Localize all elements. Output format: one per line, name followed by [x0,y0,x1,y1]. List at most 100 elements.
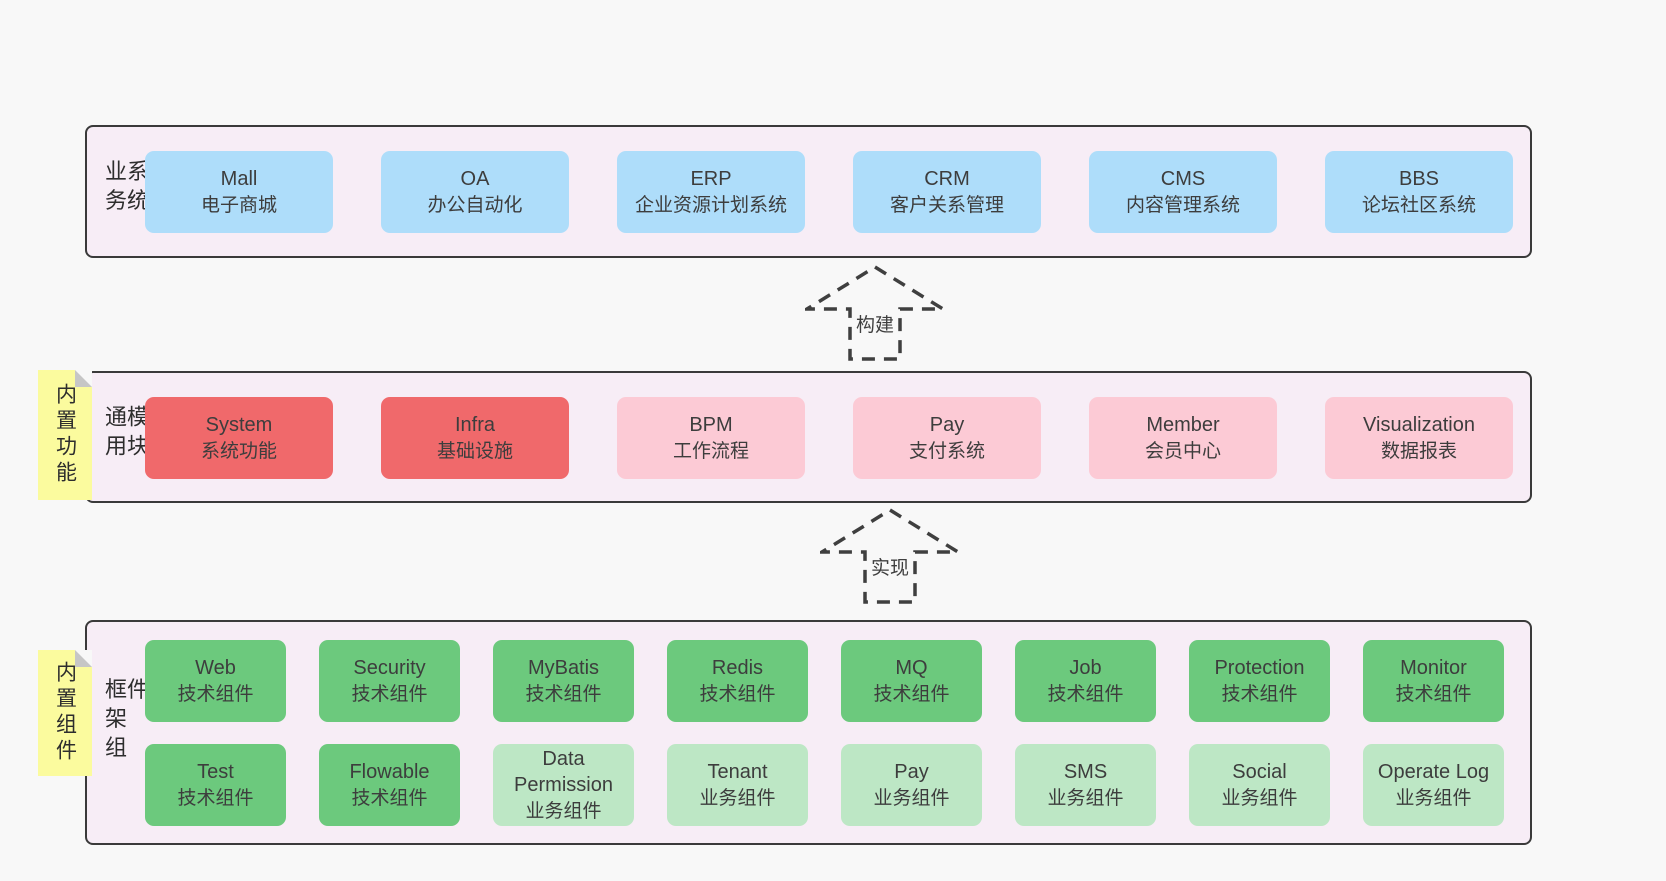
card-subtitle: 技术组件 [1047,683,1124,705]
card-subtitle: 业务组件 [1221,787,1298,809]
card-infra: Infra 基础设施 [381,397,569,479]
card-subtitle: 工作流程 [672,440,749,462]
card-tenant: Tenant 业务组件 [667,744,808,826]
sticky-note-label: 内置组件 [53,661,77,765]
section-label-framework-components: 框架组件 [102,677,149,765]
card-subtitle: 技术组件 [873,683,950,705]
card-title: Social [1232,761,1287,784]
card-title: Monitor [1400,657,1467,680]
framework-cards-row-2: Test 技术组件 Flowable 技术组件 Data Permission … [145,744,1504,826]
card-title: SMS [1063,761,1108,784]
section-common-modules: 通用模块 System 系统功能 Infra 基础设施 BPM 工作流程 Pay… [85,371,1532,503]
card-operate-log: Operate Log 业务组件 [1363,744,1504,826]
card-title: Mall [220,168,258,191]
card-title: MyBatis [527,657,600,680]
card-title: MQ [895,657,928,680]
card-title: BBS [1398,168,1440,191]
card-subtitle: 业务组件 [699,787,776,809]
card-title: Pay [894,761,929,784]
card-subtitle: 技术组件 [1221,683,1298,705]
card-bpm: BPM 工作流程 [617,397,805,479]
card-member: Member 会员中心 [1089,397,1277,479]
card-subtitle: 办公自动化 [427,194,523,216]
arrow-build-label: 构建 [855,315,895,336]
card-protection: Protection 技术组件 [1189,640,1330,722]
business-cards-row: Mall 电子商城 OA 办公自动化 ERP 企业资源计划系统 CRM 客户关系… [145,151,1513,233]
arrow-implement: 实现 [820,507,960,605]
card-bbs: BBS 论坛社区系统 [1325,151,1513,233]
card-subtitle: 论坛社区系统 [1361,194,1476,216]
card-subtitle: 系统功能 [200,440,277,462]
card-mq: MQ 技术组件 [841,640,982,722]
card-title: Protection [1214,657,1305,680]
card-subtitle: 企业资源计划系统 [634,194,787,216]
card-subtitle: 业务组件 [1047,787,1124,809]
card-title: Operate Log [1377,761,1490,784]
card-flowable: Flowable 技术组件 [319,744,460,826]
card-subtitle: 技术组件 [351,683,428,705]
card-system: System 系统功能 [145,397,333,479]
card-title: Redis [711,657,764,680]
card-subtitle: 数据报表 [1380,440,1457,462]
card-title: Test [197,761,234,784]
arrow-implement-label: 实现 [870,558,910,579]
section-label-business-systems: 业务系统 [102,159,149,218]
card-subtitle: 技术组件 [699,683,776,705]
card-title: Tenant [707,761,768,784]
card-title: Visualization [1363,414,1475,437]
card-monitor: Monitor 技术组件 [1363,640,1504,722]
card-subtitle: 业务组件 [873,787,950,809]
sticky-note-builtin-functions: 内置功能 [38,370,92,500]
card-title: Pay [929,414,965,437]
card-web: Web 技术组件 [145,640,286,722]
card-title: Data Permission [514,748,613,797]
card-social: Social 业务组件 [1189,744,1330,826]
card-crm: CRM 客户关系管理 [853,151,1041,233]
card-subtitle: 客户关系管理 [889,194,1004,216]
card-subtitle: 基础设施 [436,440,513,462]
card-title: Job [1069,657,1102,680]
card-title: BPM [689,414,733,437]
card-visualization: Visualization 数据报表 [1325,397,1513,479]
card-oa: OA 办公自动化 [381,151,569,233]
card-subtitle: 技术组件 [177,787,254,809]
card-title: Flowable [349,761,430,784]
card-subtitle: 会员中心 [1144,440,1221,462]
card-sms: SMS 业务组件 [1015,744,1156,826]
framework-cards-row-1: Web 技术组件 Security 技术组件 MyBatis 技术组件 Redi… [145,640,1504,722]
section-framework-components: 框架组件 Web 技术组件 Security 技术组件 MyBatis 技术组件… [85,620,1532,845]
card-subtitle: 支付系统 [908,440,985,462]
card-subtitle: 技术组件 [1395,683,1472,705]
card-title: Security [353,657,426,680]
sticky-note-builtin-components: 内置组件 [38,650,92,776]
sticky-note-label: 内置功能 [53,383,77,487]
card-title: OA [460,168,490,191]
card-mall: Mall 电子商城 [145,151,333,233]
card-title: Infra [454,414,496,437]
dashed-up-arrow-icon [820,507,960,604]
card-title: System [205,414,273,437]
card-test: Test 技术组件 [145,744,286,826]
card-subtitle: 技术组件 [525,683,602,705]
card-mybatis: MyBatis 技术组件 [493,640,634,722]
card-erp: ERP 企业资源计划系统 [617,151,805,233]
card-redis: Redis 技术组件 [667,640,808,722]
card-security: Security 技术组件 [319,640,460,722]
card-subtitle: 技术组件 [177,683,254,705]
dashed-up-arrow-icon [805,264,945,361]
module-cards-row: System 系统功能 Infra 基础设施 BPM 工作流程 Pay 支付系统… [145,397,1513,479]
card-title: Member [1146,414,1220,437]
card-pay: Pay 支付系统 [853,397,1041,479]
card-title: ERP [690,168,732,191]
card-job: Job 技术组件 [1015,640,1156,722]
card-cms: CMS 内容管理系统 [1089,151,1277,233]
card-subtitle: 技术组件 [351,787,428,809]
card-subtitle: 业务组件 [1395,787,1472,809]
section-label-common-modules: 通用模块 [102,405,149,463]
card-title: CMS [1160,168,1206,191]
card-title: CRM [924,168,970,191]
card-subtitle: 内容管理系统 [1125,194,1240,216]
arrow-build: 构建 [805,264,945,362]
card-title: Web [195,657,236,680]
section-business-systems: 业务系统 Mall 电子商城 OA 办公自动化 ERP 企业资源计划系统 CRM… [85,125,1532,258]
